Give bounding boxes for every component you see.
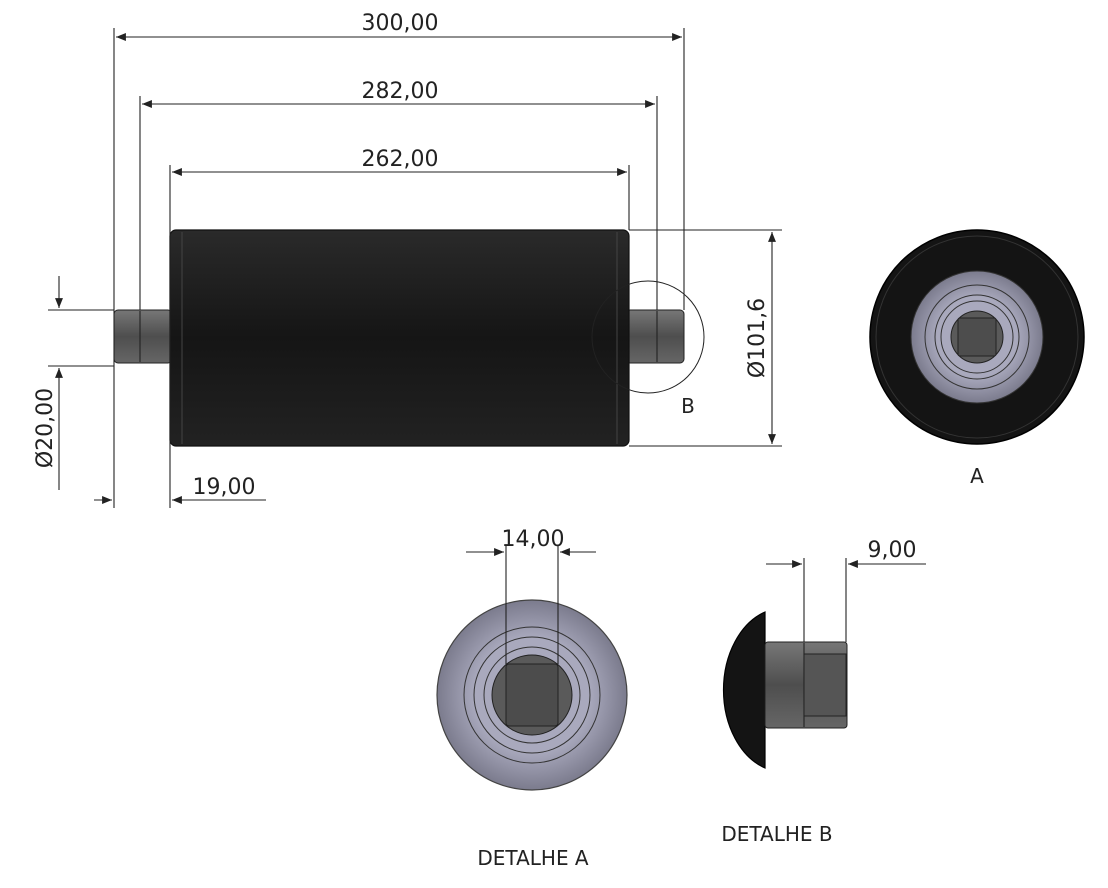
dim-tube-diameter-text: Ø101,6 [745,298,770,378]
view-a-label: A [970,464,984,488]
dim-shaft-stub-text: 19,00 [193,475,256,500]
dim-tube-length-text: 262,00 [362,147,439,172]
end-view-a: A [869,229,1085,488]
detail-b-marker: B [681,394,695,418]
detail-b-callout: B [591,280,705,418]
right-shaft [625,309,685,364]
dim-shaft-span: 282,00 [142,79,655,108]
dim-overall-length-text: 300,00 [362,11,439,36]
dim-shaft-diameter: Ø20,00 [33,276,63,490]
dim-tube-length: 262,00 [172,147,627,176]
dim-flat-depth-text: 9,00 [868,538,917,563]
left-shaft [113,309,173,364]
extension-lines [48,28,782,508]
dim-shaft-span-text: 282,00 [362,79,439,104]
dim-tube-diameter: Ø101,6 [745,232,776,444]
dim-flat-width-text: 14,00 [502,527,565,552]
dim-shaft-stub: 19,00 [94,475,266,504]
detalhe-b-label: DETALHE B [721,822,832,846]
dim-overall-length: 300,00 [116,11,682,41]
roller-tube [169,229,630,447]
dim-shaft-diameter-text: Ø20,00 [33,388,58,468]
detalhe-a-label: DETALHE A [477,846,589,870]
detail-b-view: 9,00 DETALHE B [721,538,926,846]
roller-side-view [113,229,685,447]
detail-a-view: 14,00 DETALHE A [436,527,628,870]
